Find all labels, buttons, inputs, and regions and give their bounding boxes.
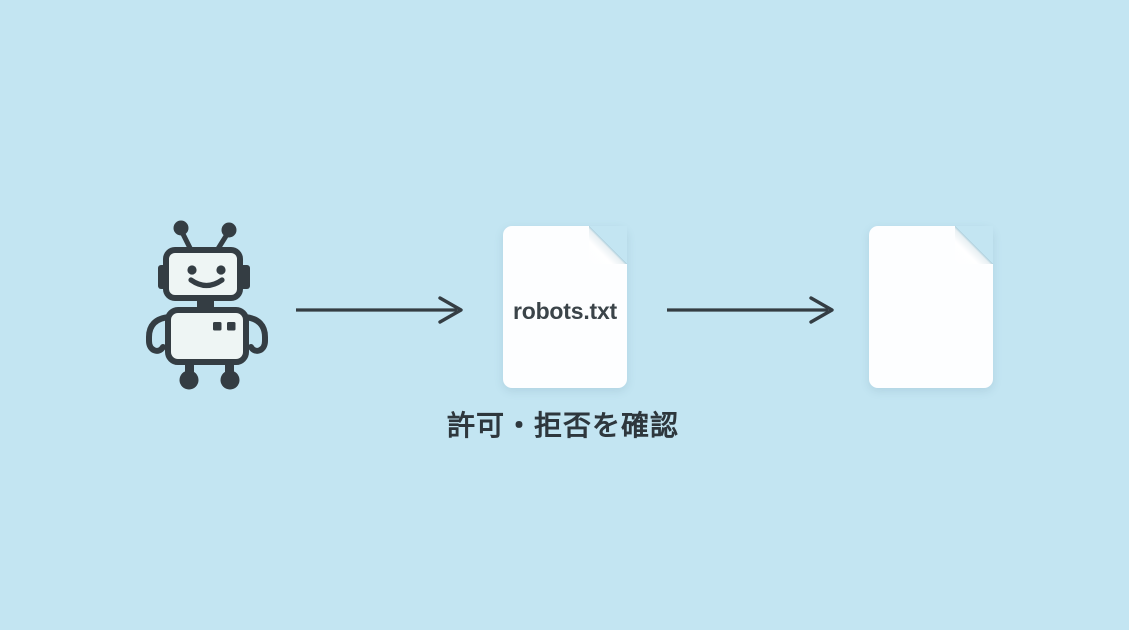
arrow-right-icon [667,296,834,324]
blank-document [869,226,993,388]
robots-txt-label: robots.txt [512,298,618,324]
folded-corner [589,226,627,264]
caption-check-allow-deny: 許可・拒否を確認 [446,410,679,441]
arrow-right-icon [296,296,463,324]
robots-txt-document: robots.txt [503,226,627,388]
folded-corner [955,226,993,264]
robot-crawler-icon [146,220,268,390]
